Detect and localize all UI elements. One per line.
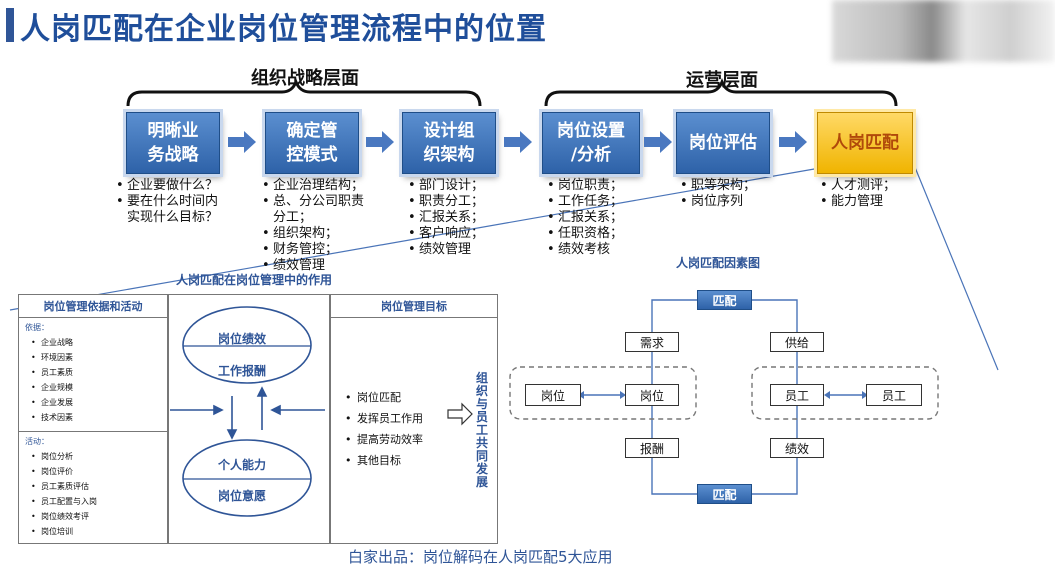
bullet-item: 绩效管理 [262, 258, 370, 274]
bullet-item: 要在什么时间内实现什么目标？ [116, 194, 226, 226]
list-item: 环境因素 [29, 350, 167, 365]
bullet-item: 岗位序列 [680, 194, 780, 210]
title-accent-bar [6, 8, 14, 42]
step-person-post-match: 人岗匹配 [817, 112, 913, 174]
goal-panel: 岗位管理目标 岗位匹配 发挥员工作用 提高劳动效率 其他目标 [330, 294, 498, 544]
basis-label: 依据： [25, 323, 49, 332]
bullet-item: 工作任务； [547, 194, 647, 210]
bullet-item: 总、分公司职责分工； [262, 194, 370, 226]
list-item: 员工配置与入岗 [29, 494, 167, 509]
bullet-item: 绩效考核 [547, 242, 647, 258]
arrow-right-icon [228, 131, 256, 153]
blurred-logo-area [832, 0, 1055, 62]
node-pay: 报酬 [625, 438, 679, 458]
list-item: 岗位绩效考评 [29, 509, 167, 524]
bullet-item: 客户响应； [408, 226, 508, 242]
list-item: 技术因素 [29, 410, 167, 425]
node-post-outer: 岗位 [525, 384, 581, 406]
bullet-item: 职等架构； [680, 178, 780, 194]
basis-list: 企业战略 环境因素 员工素质 企业规模 企业发展 技术因素 [19, 335, 167, 425]
arrow-right-icon [366, 131, 394, 153]
list-item: 岗位匹配 [345, 387, 423, 408]
bullet-item: 部门设计； [408, 178, 508, 194]
node-performance: 绩效 [770, 438, 824, 458]
layer-label-strategy: 组织战略层面 [251, 68, 359, 89]
node-supply: 供给 [770, 332, 824, 352]
list-item: 企业规模 [29, 380, 167, 395]
bullet-item: 岗位职责； [547, 178, 647, 194]
node-post-inner: 岗位 [625, 384, 679, 406]
list-item: 提高劳动效率 [345, 429, 423, 450]
goal-list: 岗位匹配 发挥员工作用 提高劳动效率 其他目标 [345, 387, 423, 471]
list-item: 员工素质评估 [29, 479, 167, 494]
list-item: 岗位培训 [29, 524, 167, 539]
diag-line-right [911, 159, 999, 371]
brace-operation [544, 77, 898, 107]
bullet-item: 职责分工； [408, 194, 508, 210]
node-match-top: 匹配 [697, 290, 752, 310]
step-2-bullets: 企业治理结构； 总、分公司职责分工； 组织架构； 财务管控； 绩效管理 [262, 178, 370, 274]
list-item: 岗位评价 [29, 464, 167, 479]
activity-label: 活动： [25, 437, 49, 446]
bullet-item: 企业治理结构； [262, 178, 370, 194]
step-post-setting: 岗位设置 /分析 [542, 112, 640, 174]
node-staff-outer: 员工 [866, 384, 922, 406]
arrow-right-icon [644, 131, 672, 153]
step-org-structure: 设计组 织架构 [402, 112, 496, 174]
factor-diagram-title: 人岗匹配因素图 [676, 256, 761, 270]
step-5-bullets: 职等架构； 岗位序列 [680, 178, 780, 210]
step-control-mode: 确定管 控模式 [265, 112, 359, 174]
bullet-item: 企业要做什么？ [116, 178, 226, 194]
bullet-item: 任职资格； [547, 226, 647, 242]
brace-strategy [126, 77, 482, 107]
step-3-bullets: 部门设计； 职责分工； 汇报关系； 客户响应； 绩效管理 [408, 178, 508, 258]
node-match-bottom: 匹配 [697, 484, 752, 504]
bullet-item: 组织架构； [262, 226, 370, 242]
basis-panel-title: 岗位管理依据和活动 [19, 295, 167, 318]
activity-list: 岗位分析 岗位评价 员工素质评估 员工配置与入岗 岗位绩效考评 岗位培训 [19, 449, 167, 539]
bullet-item: 汇报关系； [547, 210, 647, 226]
step-4-bullets: 岗位职责； 工作任务； 汇报关系； 任职资格； 绩效考核 [547, 178, 647, 258]
layer-label-operation: 运营层面 [686, 70, 758, 91]
arrow-right-icon [779, 131, 807, 153]
list-item: 岗位分析 [29, 449, 167, 464]
role-section-title: 人岗匹配在岗位管理中的作用 [176, 273, 333, 287]
goal-panel-title: 岗位管理目标 [331, 295, 497, 318]
node-staff-inner: 员工 [770, 384, 824, 406]
ellipse-top-upper: 岗位绩效 [218, 332, 267, 346]
vertical-goal-text: 组织与员工共同发展 [476, 371, 489, 489]
ellipse-top-lower: 工作报酬 [218, 364, 267, 378]
ellipse-panel [168, 294, 330, 544]
list-item: 企业战略 [29, 335, 167, 350]
list-item: 企业发展 [29, 395, 167, 410]
basis-panel: 岗位管理依据和活动 依据： 企业战略 环境因素 员工素质 企业规模 企业发展 技… [18, 294, 168, 544]
node-demand: 需求 [625, 332, 679, 352]
step-business-strategy: 明晰业 务战略 [126, 112, 220, 174]
list-item: 发挥员工作用 [345, 408, 423, 429]
list-item: 员工素质 [29, 365, 167, 380]
bullet-item: 财务管控； [262, 242, 370, 258]
step-1-bullets: 企业要做什么？ 要在什么时间内实现什么目标？ [116, 178, 226, 226]
ellipse-bottom-lower: 岗位意愿 [218, 489, 267, 503]
bullet-item: 能力管理 [820, 194, 920, 210]
list-item: 其他目标 [345, 450, 423, 471]
step-post-evaluation: 岗位评估 [676, 112, 770, 174]
arrow-right-icon [504, 131, 532, 153]
step-6-bullets: 人才测评； 能力管理 [820, 178, 920, 210]
bullet-item: 汇报关系； [408, 210, 508, 226]
bullet-item: 绩效管理 [408, 242, 508, 258]
page-title: 人岗匹配在企业岗位管理流程中的位置 [20, 12, 547, 47]
ellipse-bottom-upper: 个人能力 [218, 458, 267, 472]
bullet-item: 人才测评； [820, 178, 920, 194]
